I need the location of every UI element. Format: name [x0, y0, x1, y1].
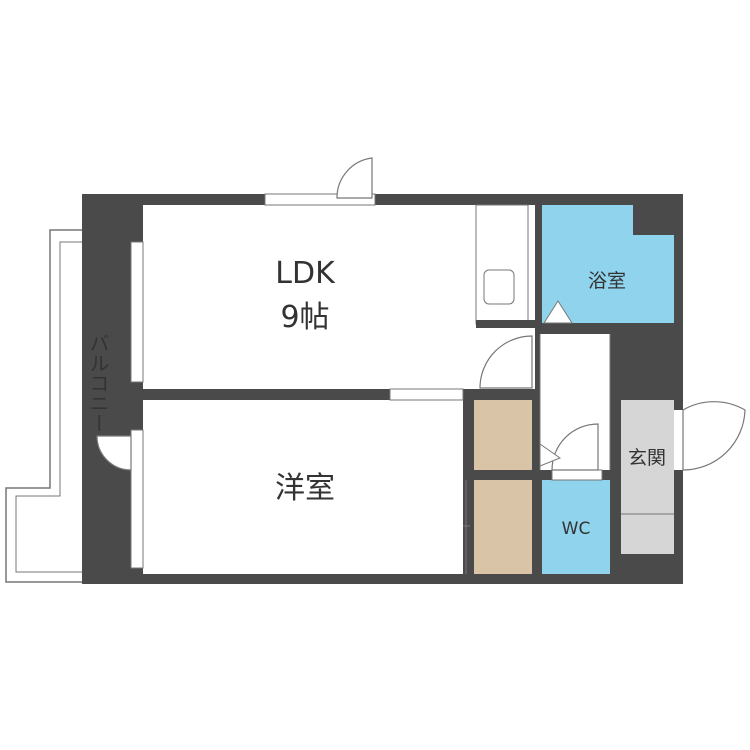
ldk-size-label: 9帖: [280, 300, 329, 335]
wc-room: [542, 480, 610, 574]
bath-door: [543, 300, 573, 324]
balcony: [5, 229, 82, 583]
ldk-room: [143, 205, 535, 389]
kitchen-counter: [475, 204, 529, 325]
entrance-door-swing: [682, 401, 746, 471]
western-room: [143, 400, 463, 574]
balcony-door-swing: [96, 435, 132, 471]
closet-lower: [474, 480, 532, 574]
sink: [483, 269, 515, 305]
western-label: 洋室: [275, 471, 335, 506]
hall-door-swing: [479, 335, 533, 389]
entrance-area: [621, 400, 674, 554]
entrance-label: 玄関: [628, 447, 666, 469]
ldk-window: [130, 241, 144, 383]
ldk-label: LDK: [275, 256, 336, 291]
western-window: [130, 429, 144, 569]
western-door-gap: [389, 388, 464, 401]
balcony-label: バルコニー: [86, 333, 110, 433]
wc-label: WC: [562, 519, 591, 539]
closet-upper: [474, 400, 532, 470]
bath-label: 浴室: [588, 270, 626, 292]
ldk-door-swing: [336, 157, 373, 199]
ldk-top-window: [264, 193, 376, 206]
